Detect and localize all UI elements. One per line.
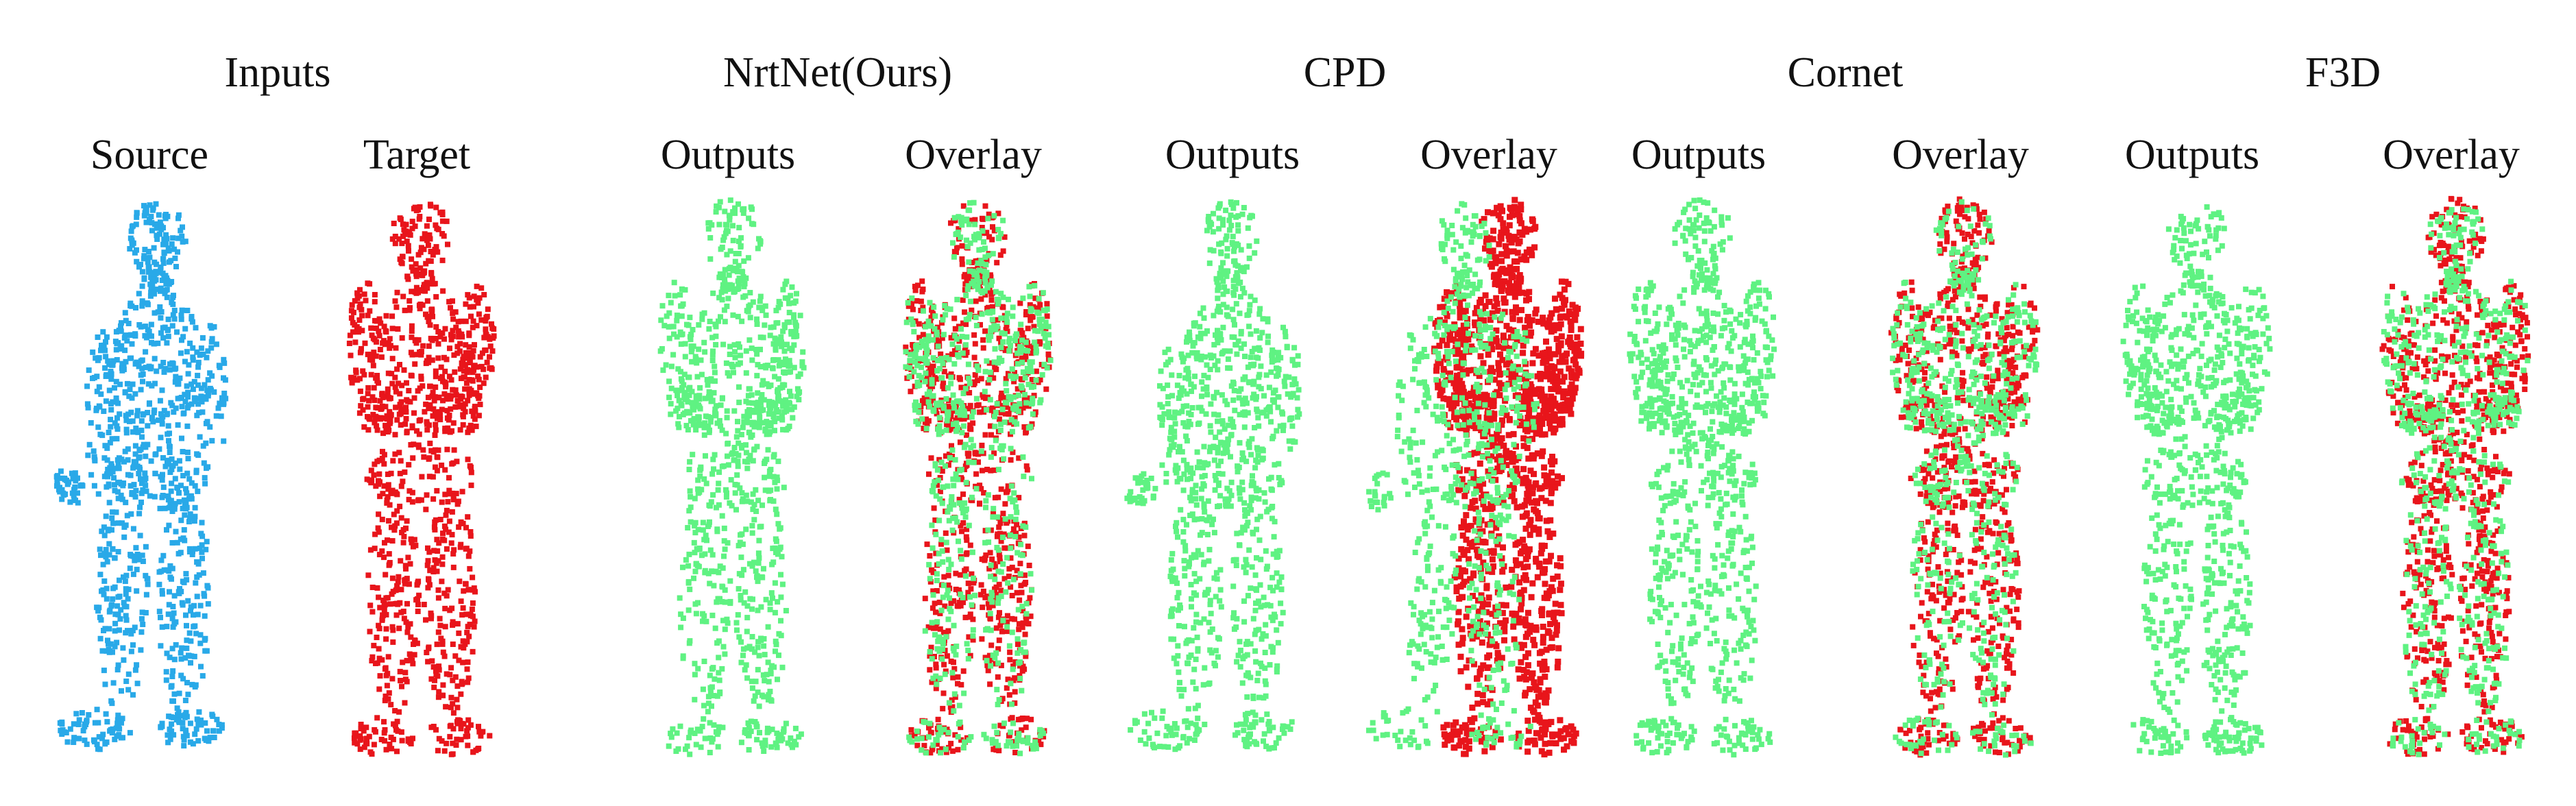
point-cloud-svg [903,199,1054,757]
point-cloud-svg [53,201,229,753]
point-cloud-svg [657,197,807,757]
output-points [2120,204,2273,756]
column-label-cornet-outputs: Outputs [1631,132,1766,178]
point-cloud-svg [2379,195,2531,757]
point-cloud-source [24,185,284,788]
source-points [53,201,229,753]
column-label-f3d-overlay: Overlay [2383,132,2520,178]
output-points [2381,206,2531,757]
column-label-nrtnet-outputs: Outputs [660,132,796,178]
output-points [903,199,1054,757]
point-cloud-svg [1627,197,1777,758]
point-cloud-cpd-output [1097,185,1357,788]
group-title-cpd: CPD [1303,49,1387,96]
point-cloud-nrtnet-overlay [845,185,1105,788]
target-points [1888,196,2041,758]
point-cloud-svg [1888,196,2041,758]
point-cloud-svg [1366,197,1585,758]
point-cloud-f3d-overlay [2322,185,2576,788]
target-points [346,202,497,757]
point-cloud-svg [2120,204,2273,756]
column-label-target: Target [363,132,471,178]
point-cloud-svg [1124,199,1302,753]
point-cloud-nrtnet-output [600,185,860,788]
point-cloud-f3d-output [2063,185,2324,788]
output-points [1366,201,1540,750]
output-points [657,197,807,757]
point-cloud-svg [346,202,497,757]
group-title-inputs: Inputs [224,49,331,96]
point-cloud-cornet-overlay [1832,185,2092,788]
point-cloud-cornet-output [1570,185,1830,788]
column-label-cpd-overlay: Overlay [1420,132,1557,178]
column-label-cornet-overlay: Overlay [1892,132,2029,178]
column-label-nrtnet-overlay: Overlay [905,132,1042,178]
point-cloud-target [288,185,548,788]
column-label-source: Source [90,132,209,178]
output-points [1124,199,1302,753]
group-title-nrtnet: NrtNet(Ours) [722,49,953,96]
output-points [1890,199,2040,758]
group-title-f3d: F3D [2305,49,2381,96]
group-title-cornet: Cornet [1787,49,1904,96]
column-label-f3d-outputs: Outputs [2124,132,2260,178]
target-points [1431,197,1585,758]
column-label-cpd-outputs: Outputs [1165,132,1300,178]
point-cloud-cpd-overlay [1361,185,1621,788]
output-points [1627,197,1777,758]
